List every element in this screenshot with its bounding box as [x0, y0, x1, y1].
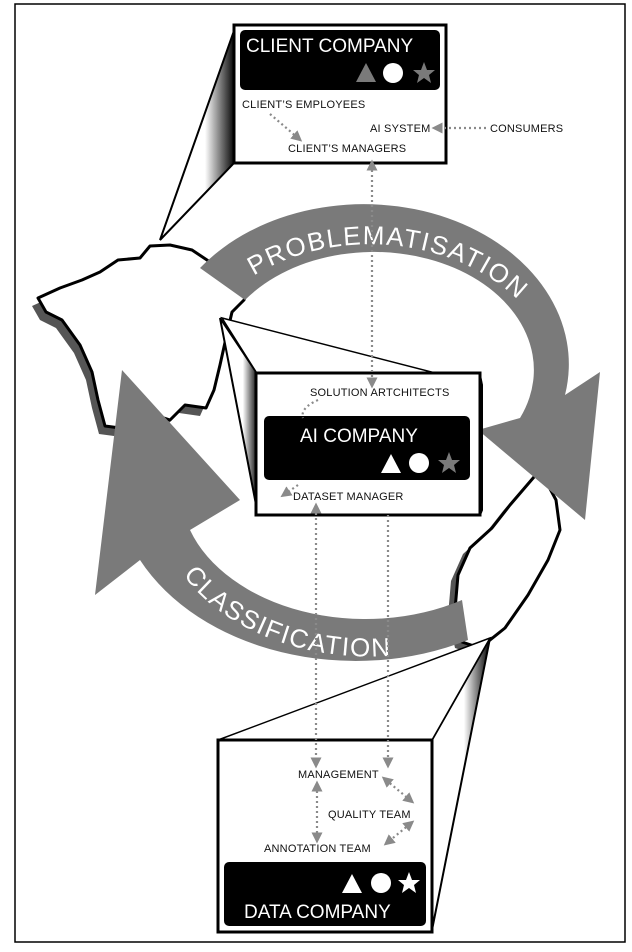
- connectors: [269, 113, 486, 846]
- client-managers-label: CLIENT’S MANAGERS: [288, 143, 406, 155]
- data-company-title: DATA COMPANY: [244, 902, 391, 923]
- quality-team-label: QUALITY TEAM: [328, 809, 411, 821]
- star-icon: [438, 452, 460, 473]
- consumers-label: CONSUMERS: [490, 123, 563, 135]
- ai-system-label: AI SYSTEM: [370, 123, 430, 135]
- figure-frame: [14, 3, 626, 943]
- ai-company-title: AI COMPANY: [300, 426, 418, 447]
- annotation-team-label: ANNOTATION TEAM: [264, 843, 371, 855]
- circle-icon: [371, 873, 391, 893]
- architects-loop-connector: [301, 398, 319, 419]
- circle-icon: [383, 63, 403, 83]
- management-label: MANAGEMENT: [298, 769, 379, 781]
- client-company-panel: CLIENT COMPANY CLIENT’S EMPLOYEES CLIENT…: [232, 23, 563, 165]
- france-map: [32, 243, 254, 436]
- star-icon: [398, 872, 420, 893]
- client-beam: [159, 27, 236, 241]
- management-to-quality-connector: [381, 776, 415, 804]
- triangle-icon: [381, 454, 401, 473]
- solution-architects-label: SOLUTION ARTCHITECTS: [310, 387, 449, 399]
- client-employees-label: CLIENT’S EMPLOYEES: [242, 99, 365, 111]
- dataset-manager-label: DATASET MANAGER: [293, 491, 404, 503]
- circle-icon: [409, 453, 429, 473]
- data-company-panel: DATA COMPANY MANAGEMENT QUALITY TEAM ANN…: [216, 738, 434, 934]
- employees-to-managers-connector: [269, 113, 303, 142]
- star-icon: [413, 62, 435, 83]
- triangle-icon: [356, 63, 376, 82]
- ai-company-panel: AI COMPANY SOLUTION ARTCHITECTS DATASET …: [254, 371, 482, 517]
- triangle-icon: [342, 874, 362, 893]
- client-company-title: CLIENT COMPANY: [246, 36, 413, 57]
